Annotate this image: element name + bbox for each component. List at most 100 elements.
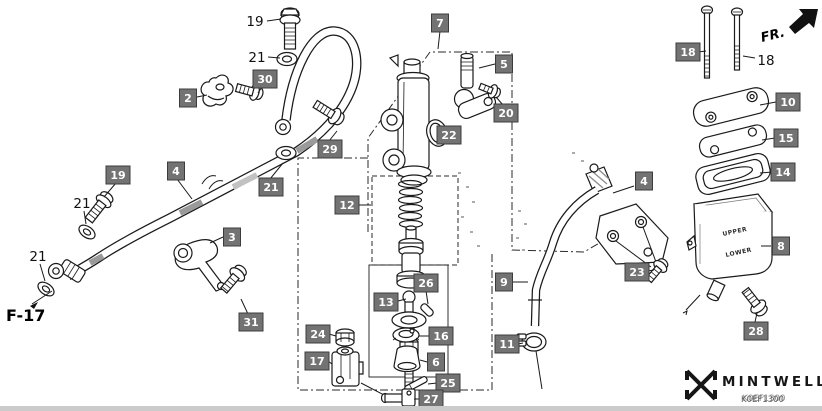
part-callout-number: 8	[777, 240, 785, 253]
part-callout-26[interactable]: 26	[413, 273, 439, 293]
front-arrow-icon	[789, 9, 818, 34]
part-callout-number: 3	[228, 231, 236, 244]
tank-screw-b	[730, 7, 744, 71]
part-callout-number: 10	[780, 96, 796, 109]
adjuster-nut	[335, 328, 355, 347]
part-callout-number: 16	[433, 330, 449, 343]
flange-bolt-31	[219, 264, 247, 294]
joint-pin	[360, 382, 416, 407]
part-callout-number: 18	[680, 46, 695, 59]
hose-end-fitting	[585, 163, 613, 194]
part-callout-16[interactable]: 16	[428, 326, 454, 346]
part-callout-20[interactable]: 20	[493, 103, 519, 123]
drawing-code: K0EF1300	[741, 395, 784, 405]
oil-elbow-joint	[453, 52, 497, 120]
reserve-tank: UPPER LOWER	[682, 193, 774, 316]
reserve-tank-hose	[528, 163, 613, 327]
part-callout-4[interactable]: 4	[167, 161, 185, 181]
stop-washer	[392, 327, 420, 343]
part-callout-number: 5	[500, 58, 508, 71]
part-callout-3[interactable]: 3	[223, 227, 241, 247]
part-callout-number: 22	[441, 129, 456, 142]
part-callout-27[interactable]: 27	[418, 389, 444, 409]
part-callout-9[interactable]: 9	[495, 272, 513, 292]
part-callout-28[interactable]: 28	[743, 321, 769, 341]
mintwell-monogram-icon	[685, 369, 717, 401]
tank-diaphragm	[695, 152, 771, 196]
part-callout-number: 13	[378, 296, 393, 309]
brand-logo: MINTWELL K0EF1300 K0EF1300	[685, 369, 822, 405]
part-callout-number: 27	[423, 393, 438, 406]
master-cylinder-body	[380, 54, 432, 186]
part-callout-number: 11	[499, 338, 514, 351]
part-number-18: 18	[757, 53, 774, 69]
part-callout-22[interactable]: 22	[436, 125, 462, 145]
part-number-21: 21	[73, 196, 90, 212]
part-callout-11[interactable]: 11	[494, 334, 520, 354]
part-callout-4[interactable]: 4	[635, 171, 653, 191]
part-callout-10[interactable]: 10	[775, 92, 801, 112]
part-callout-15[interactable]: 15	[773, 128, 799, 148]
tank-bracket	[595, 203, 669, 268]
part-callout-number: 15	[778, 132, 793, 145]
tank-cap	[692, 87, 770, 127]
part-callout-number: 26	[418, 277, 434, 290]
part-callout-number: 7	[436, 17, 444, 30]
part-callout-19[interactable]: 19	[105, 165, 131, 185]
part-callout-25[interactable]: 25	[435, 373, 461, 393]
part-callout-21[interactable]: 21	[258, 177, 284, 197]
brand-name: MINTWELL	[722, 374, 822, 390]
hose-clamp-11	[516, 332, 547, 390]
rod-joint-clevis	[331, 346, 364, 387]
part-callout-number: 21	[263, 181, 278, 194]
part-number-21: 21	[29, 249, 46, 265]
plain-part-callouts: 19 21 21 21 18	[29, 14, 774, 265]
flange-bolt-28	[741, 286, 768, 317]
part-number-21: 21	[248, 50, 265, 66]
part-callout-6[interactable]: 6	[427, 352, 445, 372]
part-callout-number: 17	[309, 355, 324, 368]
part-callout-number: 23	[629, 266, 644, 279]
part-callout-14[interactable]: 14	[770, 162, 796, 182]
tank-screw-a	[700, 5, 714, 79]
stipple-texture	[458, 152, 584, 251]
part-callout-number: 29	[322, 143, 337, 156]
part-callout-number: 4	[640, 175, 648, 188]
part-callout-7[interactable]: 7	[431, 13, 449, 33]
part-callout-24[interactable]: 24	[305, 324, 331, 344]
part-callout-17[interactable]: 17	[304, 351, 330, 371]
reference-arrow	[30, 290, 53, 309]
flange-bolt-29	[312, 99, 345, 126]
reference-link-label[interactable]: F-17	[6, 306, 45, 325]
part-callout-2[interactable]: 2	[179, 88, 197, 108]
part-callout-number: 19	[110, 169, 125, 182]
bottom-bar	[0, 406, 822, 411]
part-callout-number: 25	[440, 377, 455, 390]
flange-bolt-23	[645, 258, 669, 284]
roller-pin-26	[420, 303, 434, 317]
part-callout-31[interactable]: 31	[238, 312, 264, 332]
part-callout-number: 6	[432, 356, 440, 369]
part-callout-23[interactable]: 23	[624, 262, 650, 282]
part-callout-number: 31	[243, 316, 258, 329]
part-callout-30[interactable]: 30	[252, 69, 278, 89]
part-callout-29[interactable]: 29	[317, 139, 343, 159]
piston-spring-set	[396, 179, 426, 289]
rubber-boot	[393, 345, 421, 373]
front-direction-marker: FR.	[759, 9, 818, 46]
part-callout-number: 4	[172, 165, 180, 178]
part-callout-12[interactable]: 12	[334, 195, 360, 215]
banjo-bolt-left	[84, 191, 114, 224]
part-callout-18[interactable]: 18	[675, 42, 701, 62]
part-callout-5[interactable]: 5	[495, 54, 513, 74]
hose-clamp-stay	[200, 74, 234, 107]
brake-pedal-arm	[173, 239, 226, 292]
part-callout-number: 9	[500, 276, 508, 289]
part-callout-8[interactable]: 8	[772, 236, 790, 256]
part-callout-13[interactable]: 13	[373, 292, 399, 312]
part-callout-number: 28	[748, 325, 763, 338]
part-callout-number: 14	[775, 166, 791, 179]
